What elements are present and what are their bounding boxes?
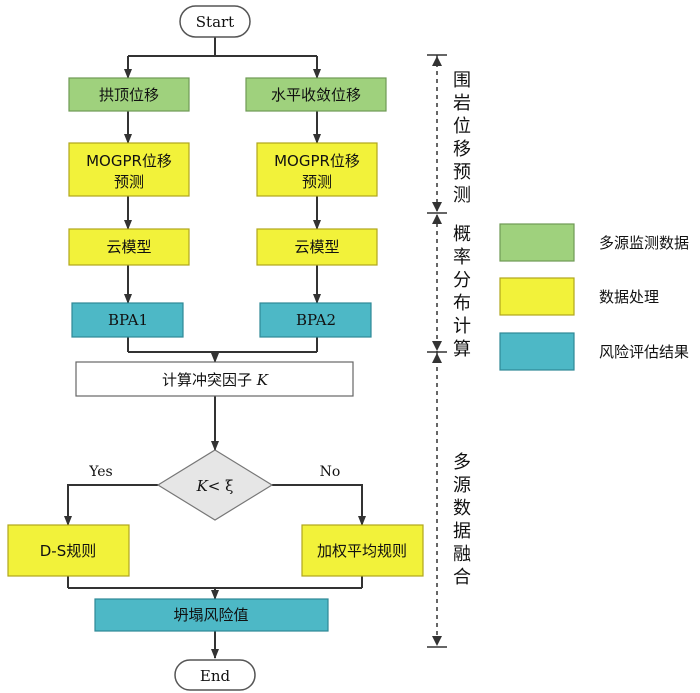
stage-char: 率 xyxy=(453,247,471,268)
bpa1-label: BPA1 xyxy=(108,311,148,329)
stage-char: 源 xyxy=(453,475,471,496)
connectors xyxy=(64,37,366,659)
right-source-node: 水平收敛位移 xyxy=(245,77,387,112)
stage-label-data-fusion: 多源数据融合 xyxy=(453,452,471,588)
stage-char: 测 xyxy=(453,185,471,206)
yes-label: Yes xyxy=(88,464,113,480)
risk-value-label: 坍塌风险值 xyxy=(173,606,248,624)
stage-char: 融 xyxy=(453,544,471,565)
right-cloud-node: 云模型 xyxy=(256,228,378,266)
stage-char: 分 xyxy=(453,270,471,291)
weighted-rule-label: 加权平均规则 xyxy=(317,542,407,560)
left-cloud-label: 云模型 xyxy=(106,238,151,256)
right-source-label: 水平收敛位移 xyxy=(271,86,361,104)
stage-char: 数 xyxy=(453,498,471,519)
left-mogpr-line1: MOGPR位移 xyxy=(86,152,172,170)
legend-item-data-processing: 数据处理 xyxy=(499,277,659,316)
stage-label-displacement-prediction: 围岩位移预测 xyxy=(453,70,471,206)
conflict-factor-node: 计算冲突因子 K xyxy=(75,361,354,397)
start-node: Start xyxy=(179,5,251,38)
end-label: End xyxy=(200,667,231,685)
left-mogpr-node: MOGPR位移 预测 xyxy=(68,142,190,197)
right-mogpr-line2: 预测 xyxy=(302,173,332,191)
legend-swatch-green xyxy=(499,223,575,262)
left-mogpr-line2: 预测 xyxy=(114,173,144,191)
stage-char: 算 xyxy=(453,339,471,360)
stage-char: 围 xyxy=(453,70,471,91)
stage-char: 预 xyxy=(453,162,471,183)
stage-char: 计 xyxy=(453,316,471,337)
start-label: Start xyxy=(196,13,234,31)
stage-char: 据 xyxy=(453,521,471,542)
weighted-rule-node: 加权平均规则 xyxy=(301,524,424,577)
risk-value-node: 坍塌风险值 xyxy=(94,598,329,632)
left-cloud-node: 云模型 xyxy=(68,228,190,266)
legend-item-risk-result: 风险评估结果 xyxy=(499,332,689,371)
ds-rule-label: D-S规则 xyxy=(40,542,97,560)
stage-char: 合 xyxy=(453,567,471,588)
bpa1-node: BPA1 xyxy=(71,302,184,338)
left-source-label: 拱顶位移 xyxy=(99,86,159,104)
conflict-factor-label: 计算冲突因子 K xyxy=(162,371,269,389)
stage-label-probability-calc: 概率分布计算 xyxy=(453,224,471,360)
left-source-node: 拱顶位移 xyxy=(68,77,190,112)
stage-divider-arrows xyxy=(432,56,442,646)
legend-label-processing: 数据处理 xyxy=(599,288,659,306)
legend-label-risk: 风险评估结果 xyxy=(599,343,689,361)
right-mogpr-line1: MOGPR位移 xyxy=(274,152,360,170)
ds-rule-node: D-S规则 xyxy=(7,524,130,577)
stage-char: 移 xyxy=(453,139,471,160)
bpa2-label: BPA2 xyxy=(296,311,336,329)
stage-char: 多 xyxy=(453,452,471,473)
right-cloud-label: 云模型 xyxy=(294,238,339,256)
end-node: End xyxy=(174,659,256,691)
no-label: No xyxy=(320,464,341,480)
right-mogpr-node: MOGPR位移 预测 xyxy=(256,142,378,197)
legend-swatch-yellow xyxy=(499,277,575,316)
stage-char: 位 xyxy=(453,116,471,137)
legend: 多源监测数据 数据处理 风险评估结果 xyxy=(499,223,689,371)
decision-label: K< ξ xyxy=(196,477,234,495)
decision-node: K< ξ xyxy=(156,449,274,521)
legend-swatch-teal xyxy=(499,332,575,371)
legend-label-monitoring: 多源监测数据 xyxy=(599,234,689,252)
stage-char: 岩 xyxy=(453,93,471,114)
stage-char: 布 xyxy=(453,293,471,314)
bpa2-node: BPA2 xyxy=(259,302,372,338)
stage-char: 概 xyxy=(453,224,471,245)
legend-item-monitoring-data: 多源监测数据 xyxy=(499,223,689,262)
